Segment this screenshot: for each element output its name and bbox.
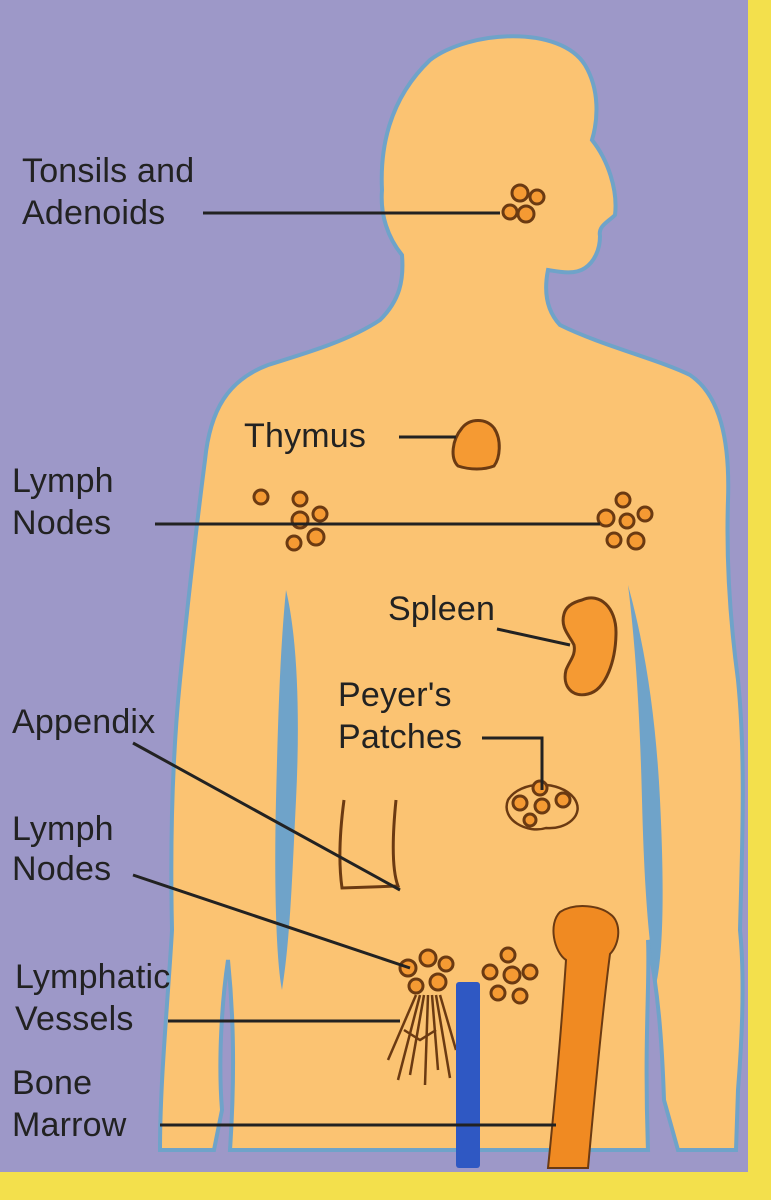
label-tonsils-line1: Tonsils and [22, 152, 194, 190]
label-spleen: Spleen [388, 590, 495, 628]
label-thymus: Thymus [244, 417, 366, 455]
femur-bone [546, 905, 620, 1169]
label-peyers-line1: Peyer's [338, 676, 452, 714]
label-peyers-line2: Patches [338, 718, 462, 756]
lymphatic-vessels [386, 994, 458, 1086]
spleen-organ [561, 596, 618, 697]
thymus-organ [451, 419, 501, 471]
label-vessels-line2: Vessels [15, 1000, 134, 1038]
lower-lymph-nodes-right [481, 946, 539, 1005]
upper-lymph-nodes-right [596, 491, 654, 551]
left-arm-gap [275, 590, 298, 990]
lower-lymph-nodes-left [398, 948, 455, 995]
label-adenoids-line2: Adenoids [22, 194, 165, 232]
label-appendix: Appendix [12, 703, 155, 741]
body-silhouette [157, 34, 745, 1152]
appendix-outline [338, 799, 401, 890]
label-lymphatic-line1: Lymphatic [15, 958, 171, 996]
label-lymph-nodes-lower-line1: Lymph [12, 810, 114, 848]
tonsils-adenoids-nodes [501, 183, 546, 224]
frame-border-bottom [0, 1172, 771, 1200]
label-marrow-line2: Marrow [12, 1106, 127, 1144]
label-lymph-nodes-upper-line2: Nodes [12, 504, 111, 542]
label-bone-line1: Bone [12, 1064, 92, 1102]
frame-border-right [748, 0, 771, 1200]
peyers-patches [505, 779, 579, 831]
right-arm-gap [628, 585, 663, 985]
leader-lines [132, 211, 600, 1127]
label-lymph-nodes-lower-line2: Nodes [12, 850, 111, 888]
label-lymph-nodes-upper-line1: Lymph [12, 462, 114, 500]
blue-vessel [456, 982, 480, 1168]
